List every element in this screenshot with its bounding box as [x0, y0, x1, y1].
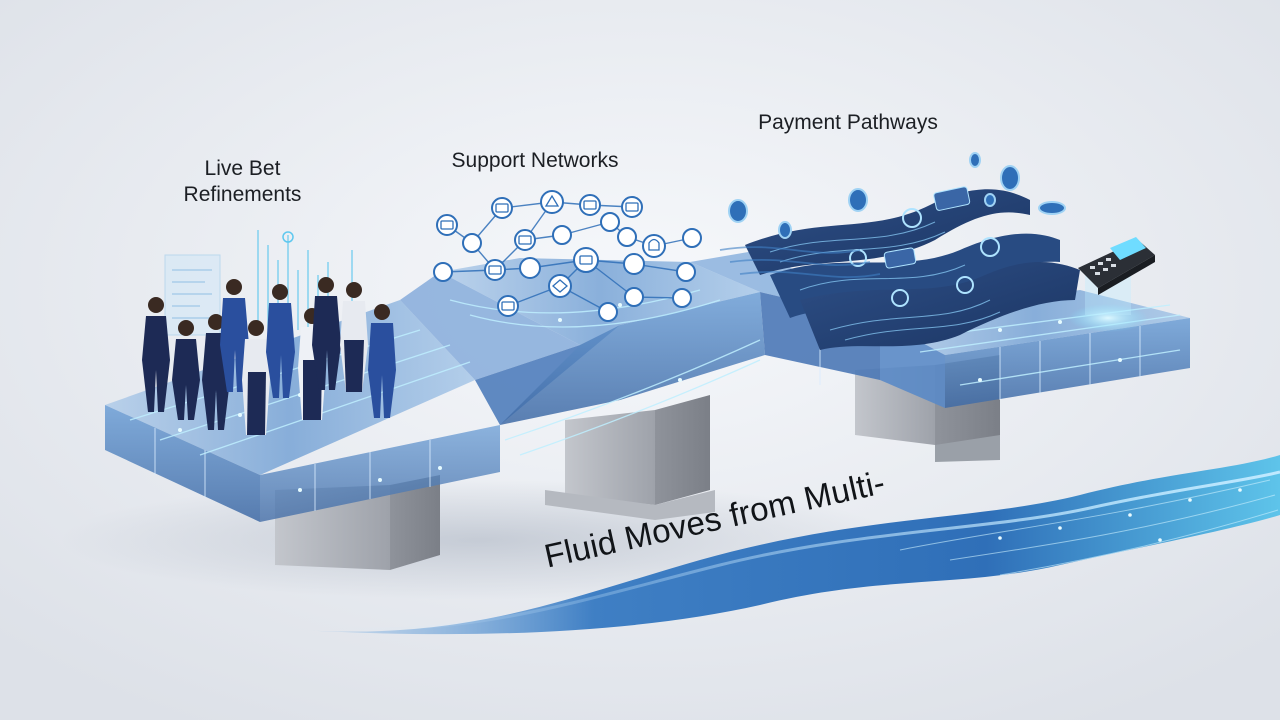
network-node-icon: [519, 257, 541, 279]
network-node-icon: [462, 233, 482, 253]
network-node-icon: [600, 212, 620, 232]
payment-pathways-label: Payment Pathways: [758, 111, 938, 134]
person-9: [340, 282, 368, 392]
network-node-icon: [540, 190, 564, 214]
payment-terminal-icon: [1068, 237, 1155, 332]
live-bet-label-line2: Refinements: [183, 183, 302, 207]
network-node-icon: [548, 274, 572, 298]
network-node-icon: [676, 262, 696, 282]
person-6: [266, 284, 295, 398]
floating-coins: [728, 152, 1066, 239]
network-node-icon: [491, 197, 513, 219]
support-networks-label: Support Networks: [451, 149, 619, 172]
network-node-icon: [642, 234, 666, 258]
support-network-graph: [433, 190, 702, 322]
network-node-icon: [672, 288, 692, 308]
network-node-icon: [621, 196, 643, 218]
person-5: [242, 320, 270, 435]
person-1: [142, 297, 170, 412]
network-node-icon: [484, 259, 506, 281]
hologram-node-icon: [282, 231, 294, 243]
payment-pathways-sheets: [719, 186, 1080, 350]
live-bet-refinements-label: Live Bet Refinements: [160, 156, 325, 209]
network-node-icon: [617, 227, 637, 247]
business-people: [142, 277, 396, 435]
person-4: [220, 279, 249, 392]
network-node-icon: [682, 228, 702, 248]
network-node-icon: [497, 295, 519, 317]
flowing-wave: [300, 455, 1280, 635]
person-10: [368, 304, 396, 418]
person-2: [172, 320, 200, 420]
live-bet-label-line1: Live Bet: [204, 157, 281, 180]
network-node-icon: [598, 302, 618, 322]
network-node-icon: [579, 194, 601, 216]
network-node-icon: [624, 287, 644, 307]
network-node-icon: [623, 253, 645, 275]
network-node-icon: [433, 262, 453, 282]
network-node-icon: [436, 214, 458, 236]
network-node-icon: [573, 247, 599, 273]
person-8: [312, 277, 341, 390]
network-node-icon: [514, 229, 536, 251]
network-node-icon: [552, 225, 572, 245]
